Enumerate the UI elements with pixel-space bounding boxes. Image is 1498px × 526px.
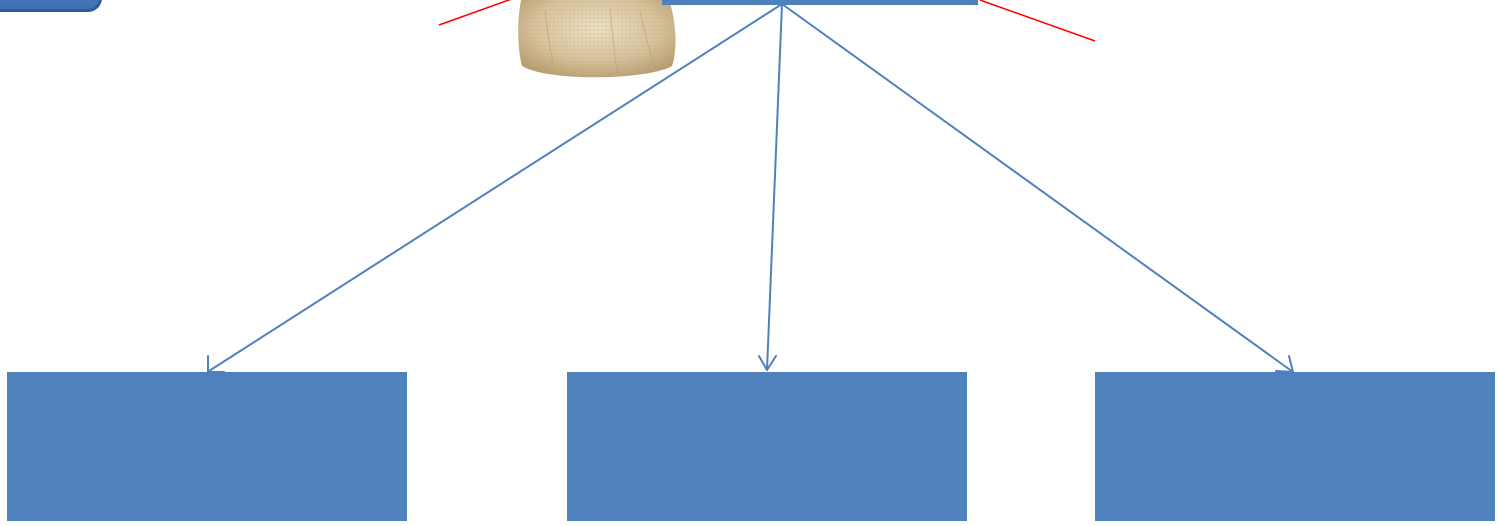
arrow-to-left — [208, 3, 783, 372]
accent-line-left — [438, 0, 512, 26]
top-node-box[interactable] — [662, 0, 978, 5]
arrowhead-middle — [758, 355, 777, 371]
corner-button[interactable] — [0, 0, 102, 12]
child-box-left[interactable] — [7, 372, 407, 521]
child-box-right[interactable] — [1095, 372, 1495, 521]
child-box-middle[interactable] — [567, 372, 967, 521]
arrow-to-middle — [766, 3, 783, 371]
arrow-to-right — [781, 3, 1294, 373]
accent-line-right — [979, 0, 1096, 42]
burlap-sack-icon — [518, 0, 676, 78]
